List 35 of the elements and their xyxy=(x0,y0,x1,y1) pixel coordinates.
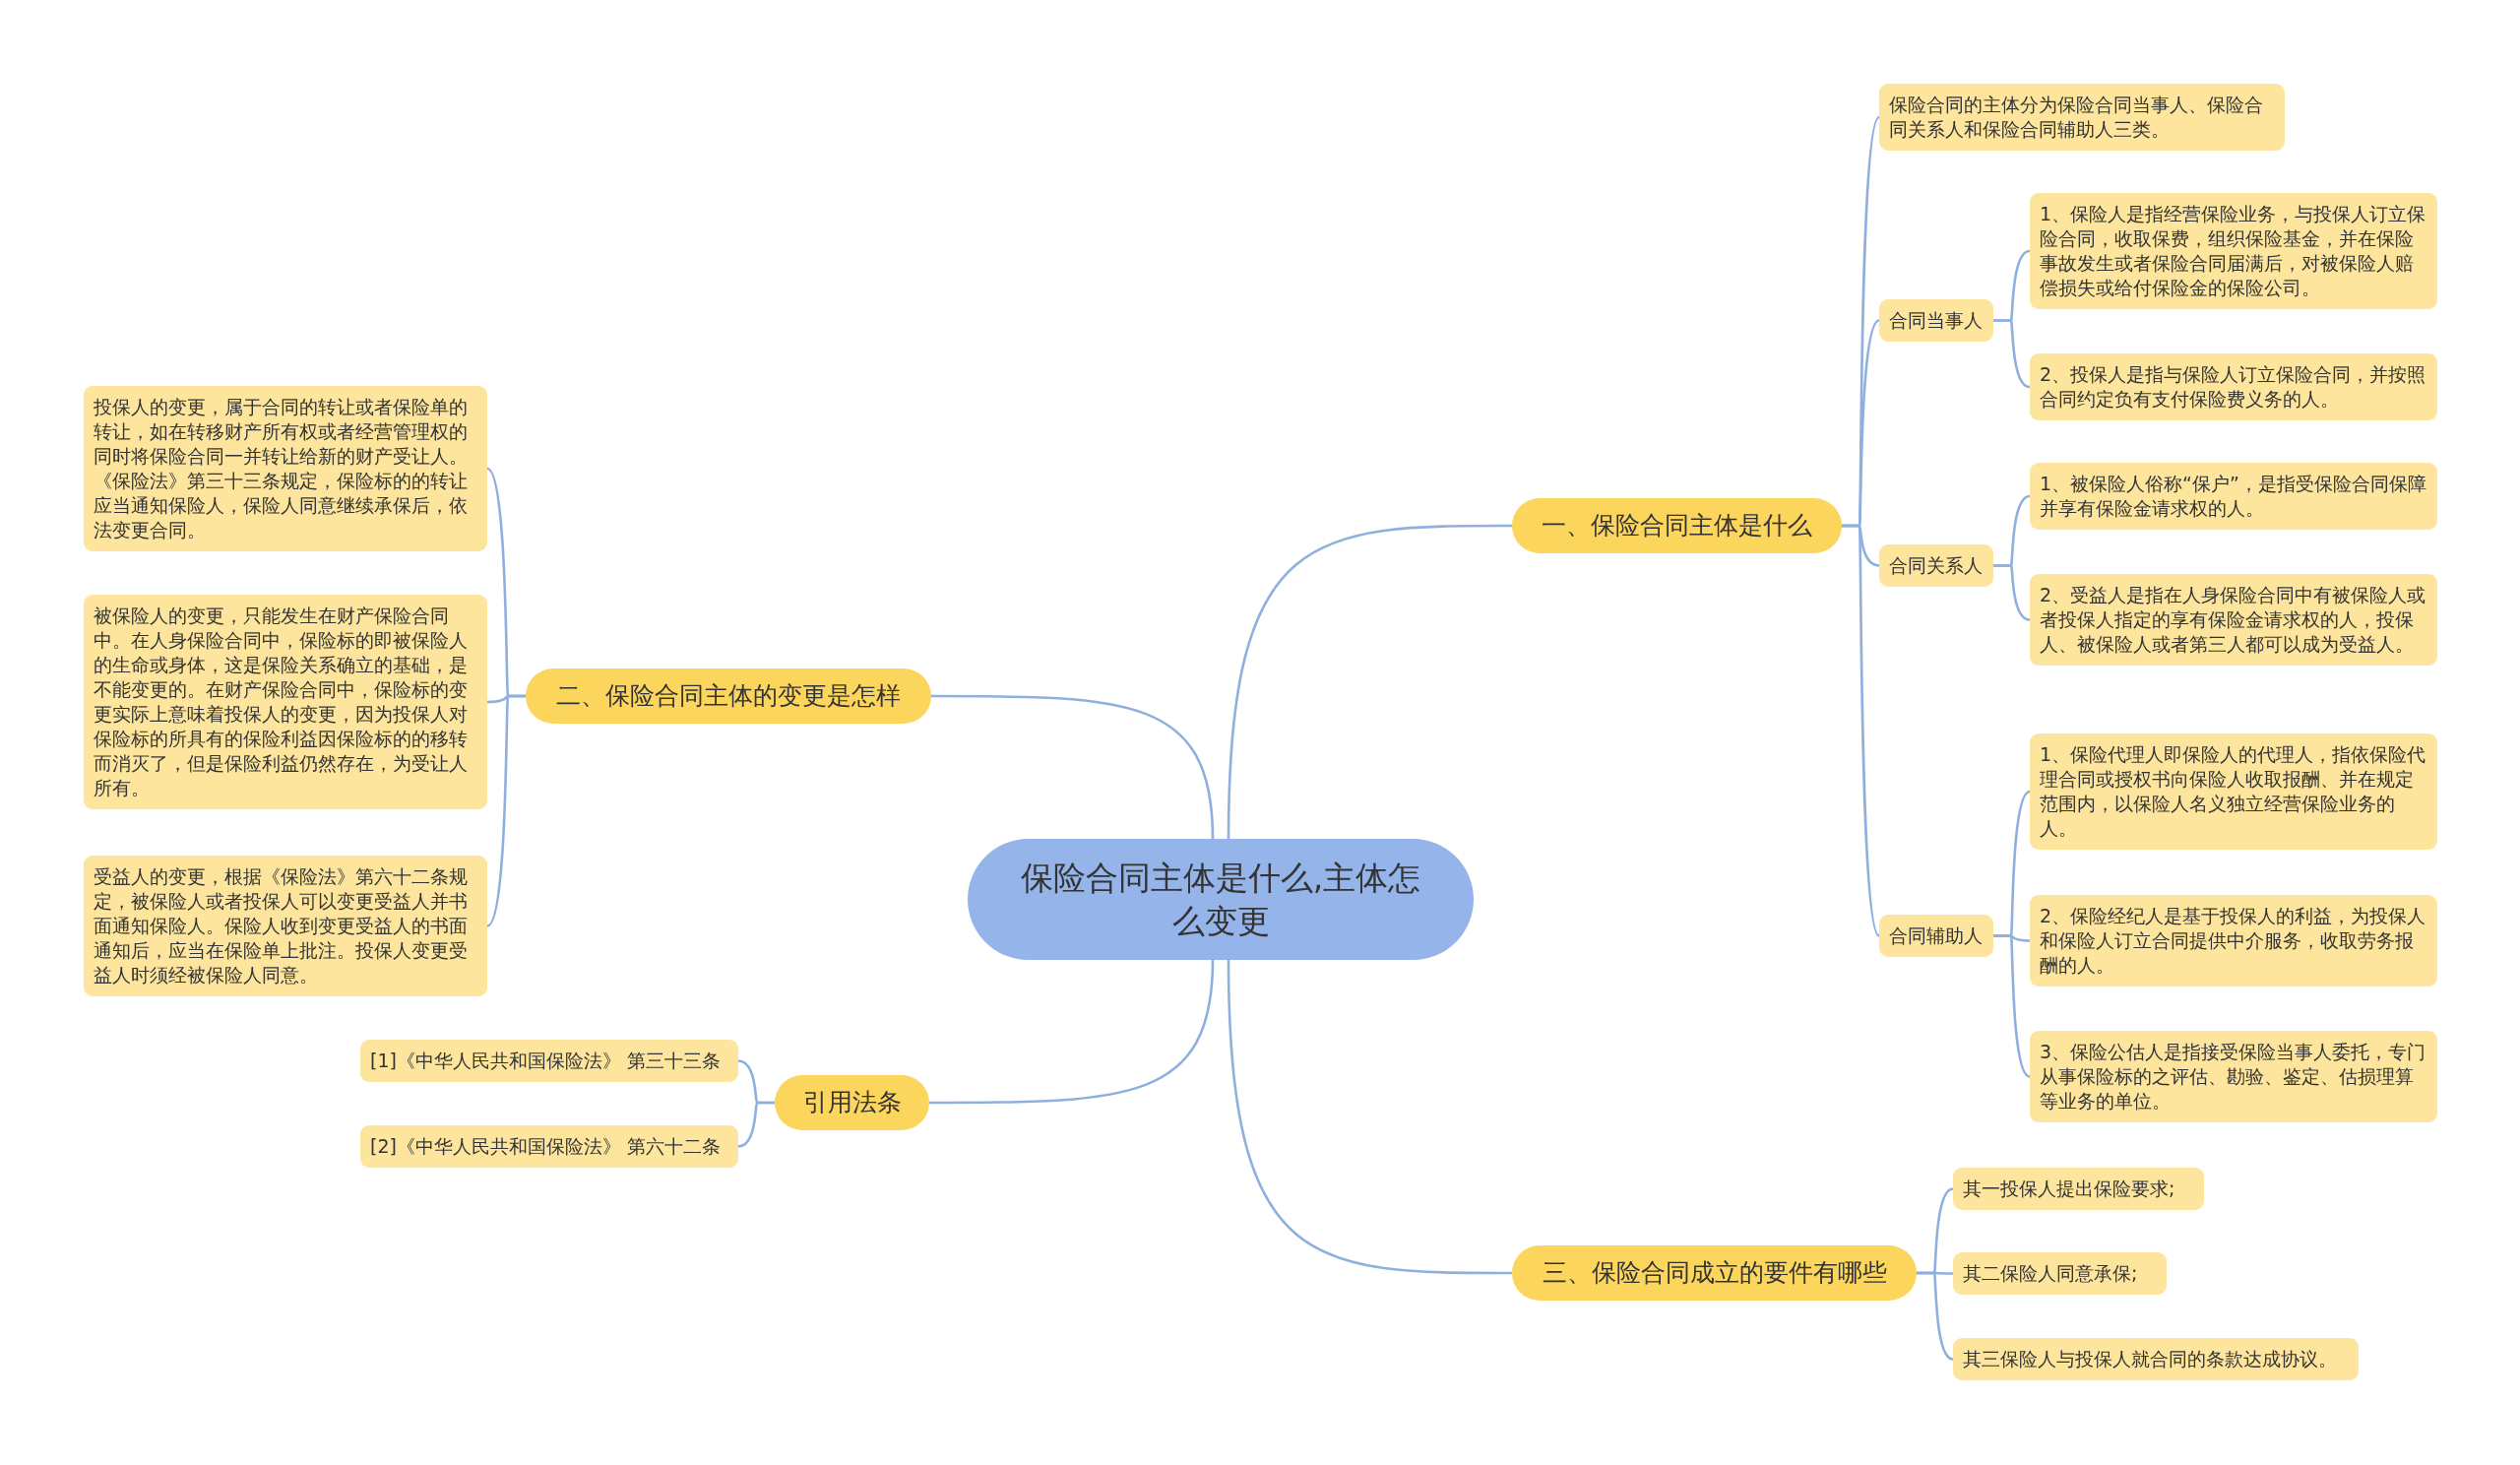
topic-box: 三、保险合同成立的要件有哪些 xyxy=(1512,1245,1917,1301)
connector-line xyxy=(929,959,1215,1105)
note-box: 3、保险公估人是指接受保险当事人委托，专门从事保险标的之评估、勘验、鉴定、估损理算等业务的单位。 xyxy=(2030,1031,2437,1122)
note-box: 2、受益人是指在人身保险合同中有被保险人或者投保人指定的享有保险金请求权的人，投保人、被保险人或者第三人都可以成为受益人。 xyxy=(2030,574,2437,666)
central-topic: 保险合同主体是什么,主体怎么变更 xyxy=(968,839,1474,960)
subtopic-box: 合同当事人 xyxy=(1879,299,1993,342)
connector-line xyxy=(1917,1271,1954,1361)
connector-line xyxy=(1993,934,2031,1078)
note-box: 1、被保险人俗称“保户”，是指受保险合同保障并享有保险金请求权的人。 xyxy=(2030,463,2437,530)
note-box: 1、保险代理人即保险人的代理人，指依保险代理合同或授权书向保险人收取报酬、并在规定范围内，以保险人名义独立经营保险业务的人。 xyxy=(2030,733,2437,850)
citation-box: [2]《中华人民共和国保险法》 第六十二条 xyxy=(360,1125,738,1168)
connector-line xyxy=(737,1101,775,1148)
citation-box: [1]《中华人民共和国保险法》 第三十三条 xyxy=(360,1040,738,1082)
note-box: 保险合同的主体分为保险合同当事人、保险合同关系人和保险合同辅助人三类。 xyxy=(1879,84,2285,151)
connector-line xyxy=(486,694,526,927)
note-box: 受益人的变更，根据《保险法》第六十二条规定，被保险人或者投保人可以变更受益人并书面通知保险人。保险人收到变更受益人的书面通知后，应当在保险单上批注。投保人变更受益人时须经被保险人同意。 xyxy=(84,856,487,996)
subtopic-box: 合同辅助人 xyxy=(1879,915,1993,957)
connector-line xyxy=(1227,524,1512,840)
note-box: 其二保险人同意承保; xyxy=(1953,1252,2167,1295)
connector-line xyxy=(1842,524,1881,937)
subtopic-box: 合同关系人 xyxy=(1879,544,1993,587)
connector-line xyxy=(1227,959,1512,1275)
connector-line xyxy=(931,694,1215,840)
topic-box: 二、保险合同主体的变更是怎样 xyxy=(526,669,931,724)
topic-box: 引用法条 xyxy=(775,1075,929,1130)
connector-line xyxy=(1993,564,2031,621)
note-box: 2、保险经纪人是基于投保人的利益，为投保人和保险人订立合同提供中介服务，收取劳务报酬的人。 xyxy=(2030,895,2437,987)
note-box: 被保险人的变更，只能发生在财产保险合同中。在人身保险合同中，保险标的即被保险人的生命或身体，这是保险关系确立的基础，是不能变更的。在财产保险合同中，保险标的变更实际上意味着投保人的变更，因为投保人对保险标的所具有的保险利益因保险标的的移转而消灭了，但是保险利益仍然存在，为受让人所有。 xyxy=(84,595,487,809)
connector-line xyxy=(1993,319,2031,389)
note-box: 其一投保人提出保险要求; xyxy=(1953,1168,2204,1210)
note-box: 其三保险人与投保人就合同的条款达成协议。 xyxy=(1953,1338,2359,1380)
topic-box: 一、保险合同主体是什么 xyxy=(1512,498,1842,553)
note-box: 1、保险人是指经营保险业务，与投保人订立保险合同，收取保费，组织保险基金，并在保险事故发生或者保险合同届满后，对被保险人赔偿损失或给付保险金的保险公司。 xyxy=(2030,193,2437,309)
note-box: 2、投保人是指与保险人订立保险合同，并按照合同约定负有支付保险费义务的人。 xyxy=(2030,353,2437,420)
note-box: 投保人的变更，属于合同的转让或者保险单的转让，如在转移财产所有权或者经营管理权的同时将保险合同一并转让给新的财产受让人。《保险法》第三十三条规定，保险标的的转让应当通知保险人，保险人同意继续承保后，依法变更合同。 xyxy=(84,386,487,551)
